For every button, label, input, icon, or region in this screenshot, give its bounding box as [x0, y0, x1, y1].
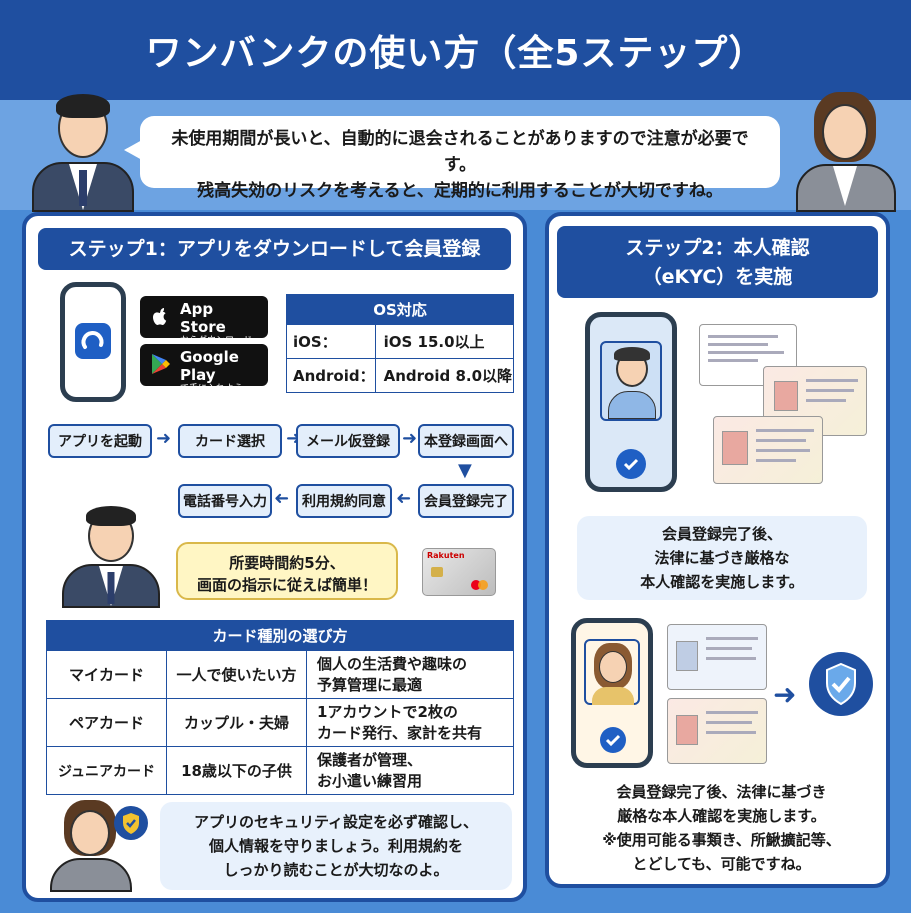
google-play-label: Google Play: [180, 348, 239, 384]
tip-line2: 画面の指示に従えば簡単！: [196, 576, 377, 594]
check-circle-icon: [600, 727, 626, 753]
security-note-line3: しっかり読むことが大切なのよ。: [223, 861, 449, 879]
tip-line1: 所要時間約5分、: [229, 554, 345, 572]
phone-face-scan-woman: [571, 618, 653, 768]
arrow-right-icon: ➜: [773, 678, 797, 711]
ekyc-note2: 会員登録完了後、法律に基づき 厳格な本人確認を実施します。 ※使用可能る事類き、…: [559, 780, 884, 876]
step1-title: ステップ1：アプリをダウンロードして会員登録: [38, 228, 511, 270]
step2-title-line1: ステップ2：本人確認: [625, 237, 810, 259]
app-icon[interactable]: [75, 323, 111, 359]
card-type-desc-line1: 保護者が管理、: [317, 750, 423, 769]
card-chip-icon: [431, 567, 443, 577]
os-version-android: Android 8.0以降: [374, 358, 515, 393]
check-circle-icon: [616, 449, 646, 479]
ekyc-note-line2: 法律に基づき厳格な: [654, 549, 790, 567]
security-note-line2: 個人情報を守りましょう。利用規約を: [208, 837, 464, 855]
card-type-desc: 個人の生活費や趣味の予算管理に最適: [306, 650, 514, 699]
flow-step-email-temp: メール仮登録: [296, 424, 400, 458]
app-store-sub: からダウンロード: [180, 336, 253, 346]
card-type-desc-line2: カード発行、家計を共有: [317, 723, 483, 742]
card-brand-text: Rakuten: [427, 551, 465, 560]
arrow-left-icon: ➜: [396, 488, 412, 509]
credit-card-image: Rakuten: [422, 548, 496, 596]
card-types-header: カード種別の選び方: [46, 620, 514, 651]
card-type-desc-line1: 個人の生活費や趣味の: [317, 654, 468, 673]
arrow-down-icon: ▼: [458, 460, 472, 481]
os-version-ios: iOS 15.0以上: [374, 324, 515, 359]
top-bubble-line1: 未使用期間が長いと、自動的に退会されることがありますので注意が必要です。: [171, 129, 749, 175]
card-type-desc-line2: お小遣い練習用: [317, 771, 423, 790]
step2-title: ステップ2：本人確認 （eKYC）を実施: [557, 226, 878, 298]
ekyc-note2-line1: 会員登録完了後、法律に基づき: [616, 783, 827, 801]
phone-face-scan: [585, 312, 677, 492]
flow-step-terms-agree: 利用規約同意: [296, 484, 392, 518]
page-title: ワンバンクの使い方（全5ステップ）: [145, 33, 766, 74]
card-type-desc: 保護者が管理、お小遣い練習用: [306, 746, 514, 795]
ekyc-note2-line4: とどしても、可能ですね。: [632, 855, 811, 873]
ekyc-note-line1: 会員登録完了後、: [661, 525, 782, 543]
ekyc-note-line3: 本人確認を実施します。: [640, 573, 804, 591]
step2-title-line2: （eKYC）を実施: [642, 266, 793, 288]
google-play-sub: で手に入れよう: [180, 384, 244, 394]
flow-step-reg-complete: 会員登録完了: [418, 484, 514, 518]
man-illustration-small: [56, 506, 166, 608]
app-store-label: App Store: [180, 300, 226, 336]
id-card-image: [667, 698, 767, 764]
mastercard-icon: [471, 580, 489, 590]
woman-illustration-small: [46, 800, 136, 892]
google-play-button[interactable]: Google Play で手に入れよう: [140, 344, 268, 394]
os-table-header: OS対応: [286, 294, 514, 325]
card-types-table: カード種別の選び方 マイカード 一人で使いたい方 個人の生活費や趣味の予算管理に…: [46, 620, 514, 795]
card-type-desc: 1アカウントで2枚のカード発行、家計を共有: [306, 698, 514, 747]
flow-step-card-select: カード選択: [178, 424, 282, 458]
arrow-right-icon: ➜: [402, 428, 418, 449]
card-type-desc-line1: 1アカウントで2枚の: [317, 702, 458, 721]
top-speech-bubble: 未使用期間が長いと、自動的に退会されることがありますので注意が必要です。 残高失…: [124, 116, 780, 201]
card-type-target: 18歳以下の子供: [166, 746, 307, 795]
shield-check-icon: [114, 806, 148, 840]
security-note-line1: アプリのセキュリティ設定を必ず確認し、: [193, 813, 479, 831]
id-card-image: [667, 624, 767, 690]
ekyc-note2-line2: 厳格な本人確認を実施します。: [617, 807, 826, 825]
flow-step-launch-app: アプリを起動: [48, 424, 152, 458]
woman-illustration: [790, 92, 900, 212]
man-illustration: [28, 92, 138, 212]
os-name-android: Android：: [286, 358, 376, 393]
header-banner: ワンバンクの使い方（全5ステップ）: [0, 0, 911, 100]
security-note-bubble: アプリのセキュリティ設定を必ず確認し、 個人情報を守りましょう。利用規約を しっ…: [160, 802, 512, 890]
tip-bubble: 所要時間約5分、 画面の指示に従えば簡単！: [176, 542, 398, 600]
card-type-desc-line2: 予算管理に最適: [317, 675, 423, 694]
os-name-ios: iOS：: [286, 324, 376, 359]
google-play-icon: [152, 354, 170, 374]
card-type-name: マイカード: [46, 650, 167, 699]
ekyc-note-bubble: 会員登録完了後、 法律に基づき厳格な 本人確認を実施します。: [577, 516, 867, 600]
id-card-image: [713, 416, 823, 484]
card-type-target: 一人で使いたい方: [166, 650, 307, 699]
flow-step-phone-input: 電話番号入力: [178, 484, 272, 518]
ekyc-note2-line3: ※使用可能る事類き、所鰍擴記等、: [602, 831, 841, 849]
flow-step-main-reg: 本登録画面へ: [418, 424, 514, 458]
card-type-target: カップル・夫婦: [166, 698, 307, 747]
shield-check-icon: [809, 652, 873, 716]
card-type-name: ジュニアカード: [46, 746, 167, 795]
arrow-right-icon: ➜: [156, 428, 172, 449]
step2-panel: ステップ2：本人確認 （eKYC）を実施 会員登録完了後、 法律に基づき厳格な …: [545, 212, 890, 888]
card-type-name: ペアカード: [46, 698, 167, 747]
phone-app-icon: [60, 282, 126, 402]
face-scan-frame: [584, 639, 640, 705]
os-support-table: OS対応 iOS： iOS 15.0以上 Android： Android 8.…: [286, 294, 515, 393]
apple-icon: [153, 308, 167, 325]
top-bubble-line2: 残高失効のリスクを考えると、定期的に利用することが大切ですね。: [197, 181, 723, 201]
arrow-left-icon: ➜: [274, 488, 290, 509]
face-scan-frame: [600, 341, 662, 421]
step1-panel: ステップ1：アプリをダウンロードして会員登録 App Store からダウンロー…: [22, 212, 527, 902]
app-store-button[interactable]: App Store からダウンロード: [140, 296, 268, 346]
